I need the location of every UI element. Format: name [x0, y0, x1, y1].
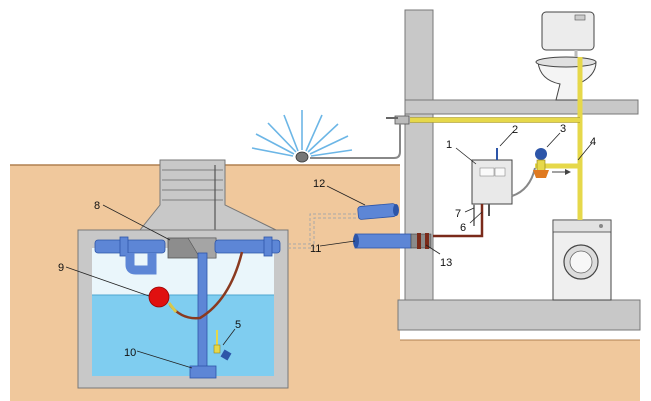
pump-icon — [189, 365, 217, 379]
callout-3: 3 — [560, 123, 566, 135]
tank-water — [92, 295, 274, 376]
callout-5: 5 — [235, 319, 241, 331]
sprinkler-icon — [251, 110, 353, 163]
outlet-pipe — [353, 233, 432, 249]
tank-pipes — [94, 236, 281, 372]
outdoor-tap-icon — [310, 115, 410, 159]
float-hose-link — [167, 302, 178, 313]
discharge-hose — [433, 204, 484, 238]
callout-4: 4 — [590, 136, 596, 148]
access-shaft — [138, 159, 277, 232]
callout-9: 9 — [58, 262, 64, 274]
callout-leaders — [65, 131, 593, 369]
building-wall — [404, 9, 434, 301]
control-unit-icon — [471, 148, 536, 216]
callout-11: 11 — [310, 243, 321, 255]
washing-machine-icon — [552, 219, 612, 301]
downpipe-inflow — [357, 203, 399, 220]
callout-8: 8 — [94, 200, 100, 212]
filter-icon — [167, 237, 217, 259]
float-switch-icon — [213, 330, 232, 361]
conduit-lines — [288, 213, 360, 249]
float-ball-icon — [148, 286, 170, 308]
callout-7: 7 — [455, 208, 461, 220]
cistern-tank — [77, 229, 289, 389]
callout-2: 2 — [512, 124, 518, 136]
callout-10: 10 — [124, 347, 136, 359]
upper-floor-slab — [404, 99, 639, 115]
callout-1: 1 — [446, 139, 452, 151]
basement-floor-slab — [397, 299, 641, 331]
pressure-tank-icon — [533, 148, 571, 178]
suction-hose — [169, 251, 244, 320]
toilet-icon — [535, 11, 597, 101]
callout-13: 13 — [440, 257, 452, 269]
supply-pipe-edges — [410, 117, 580, 123]
callout-12: 12 — [313, 178, 325, 190]
callout-6: 6 — [460, 222, 466, 234]
